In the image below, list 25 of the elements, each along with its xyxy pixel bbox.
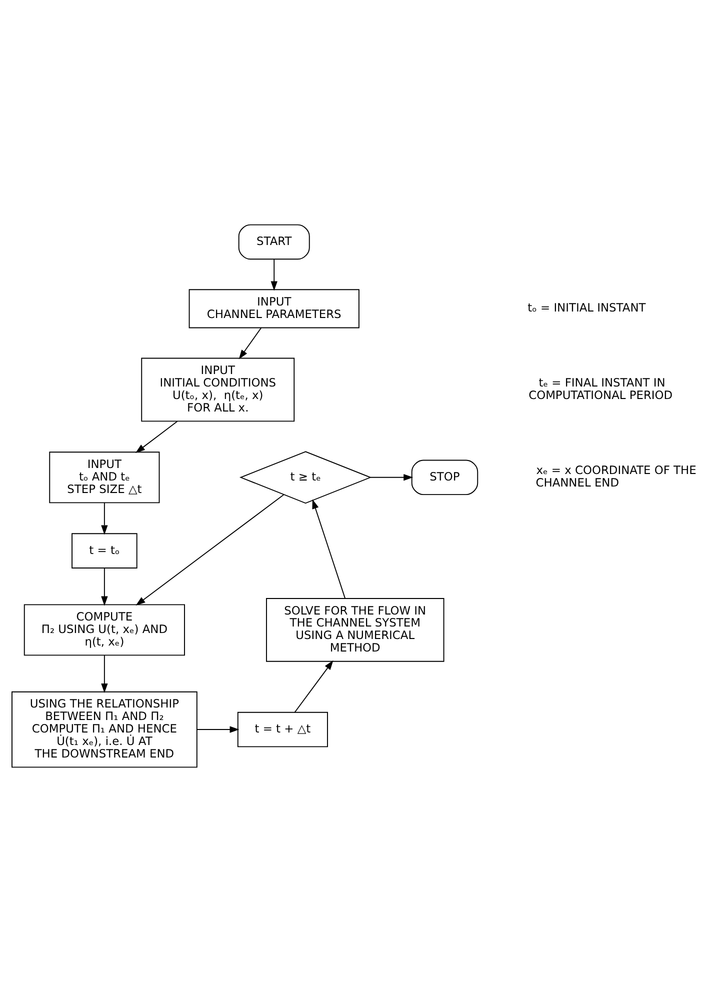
node-diamond: t ≥ tₑ [239,451,372,504]
arrow [312,499,346,599]
node-box: INPUT tₒ AND tₑ STEP SIZE △t [49,452,160,504]
label: xₑ = x COORDINATE OF THE CHANNEL END [536,463,696,490]
node-box: STOP [411,460,478,496]
arrow [370,474,414,481]
node-box: INPUT CHANNEL PARAMETERS [188,289,360,328]
node-box: COMPUTE Π₂ USING U(t, xₑ) AND η(t, xₑ) [24,604,185,656]
arrow [101,568,108,606]
node-box: USING THE RELATIONSHIP BETWEEN Π₁ AND Π₂ COMPUTE Π₁ AND HENCE U̇(t₁ xₑ), i.e. U̇ AT THE DOWNSTREAM END [12,691,198,768]
arrow [101,502,108,535]
arrow [196,726,240,733]
node-box: INPUT INITIAL CONDITIONS U(tₒ, x), η(tₑ, x) FOR ALL x. [141,358,295,422]
node-box: START [238,224,310,260]
arrow [294,660,334,713]
label: tₑ = FINAL INSTANT IN COMPUTATIONAL PERIOD [528,375,673,402]
arrow [136,494,284,606]
arrow [238,328,262,360]
node-box: t = t + △t [237,712,328,748]
label: tₒ = INITIAL INSTANT [528,300,646,315]
node-box: t = tₒ [72,533,138,568]
arrow [270,258,278,291]
node-box: SOLVE FOR THE FLOW IN THE CHANNEL SYSTEM USING A NUMERICAL METHOD [266,598,444,662]
arrow [101,654,108,694]
arrow [135,420,178,453]
